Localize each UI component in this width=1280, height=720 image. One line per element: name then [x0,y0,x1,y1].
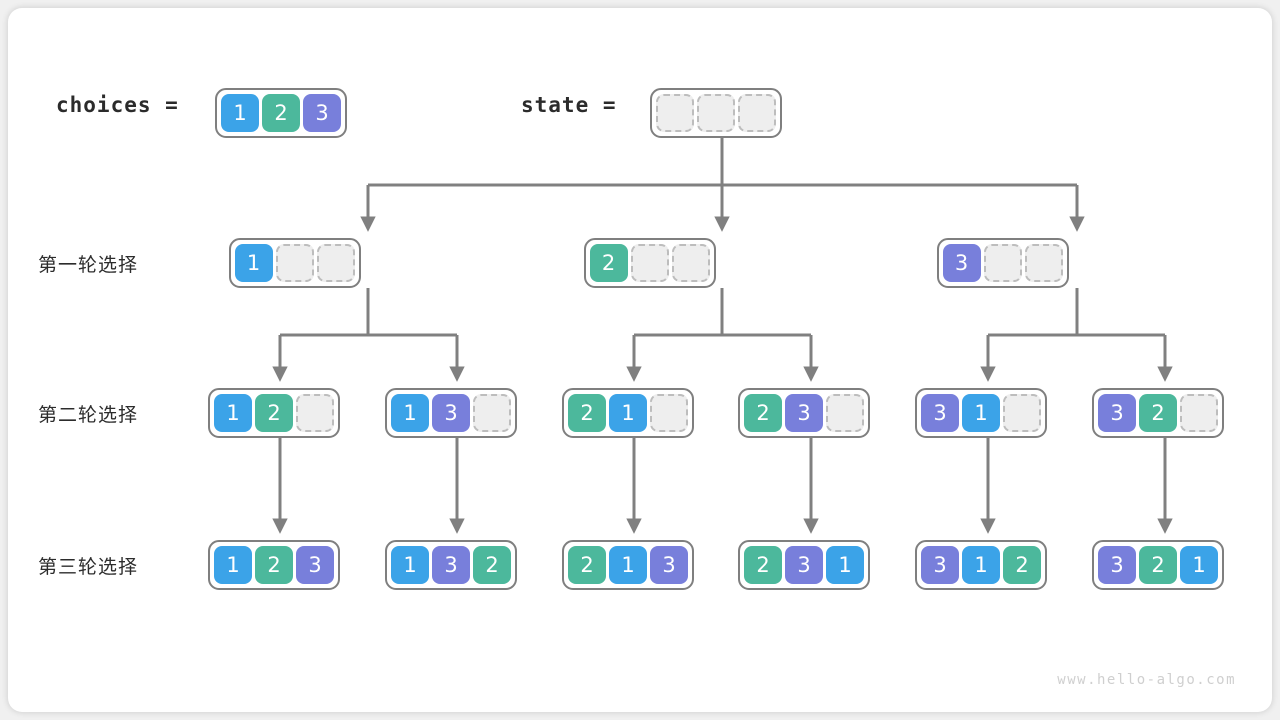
n-132-cell-0: 1 [391,546,429,584]
state-array-n-2: 2 [583,238,716,288]
n-312-cell-2: 2 [1003,546,1041,584]
choices-cell-1: 2 [262,94,300,132]
watermark: www.hello-algo.com [1057,672,1236,688]
n-23-cell-2 [826,394,864,432]
choices-cell-0: 1 [221,94,259,132]
n-321-cell-2: 1 [1180,546,1218,584]
n-3-cell-1 [983,244,1022,282]
n-123-cell-0: 1 [214,546,252,584]
n-12-cell-0: 1 [214,394,252,432]
n-321-cell-1: 2 [1139,546,1177,584]
n-321-cell-0: 3 [1098,546,1136,584]
n-3-cell-2 [1024,244,1063,282]
round-2-label: 第二轮选择 [38,404,139,426]
n-32-cell-0: 3 [1098,394,1136,432]
n-21-cell-1: 1 [609,394,647,432]
n-213-cell-2: 3 [650,546,688,584]
state-cell-1 [697,94,735,132]
choices-cell-2: 3 [303,94,341,132]
n-32-cell-2 [1180,394,1218,432]
n-13-cell-1: 3 [432,394,470,432]
n-32-cell-1: 2 [1139,394,1177,432]
n-23-cell-0: 2 [744,394,782,432]
n-231-cell-0: 2 [744,546,782,584]
state-cell-0 [656,94,694,132]
n-132-cell-1: 3 [432,546,470,584]
round-1-label: 第一轮选择 [38,254,139,276]
state-array [650,88,782,138]
n-21-cell-0: 2 [568,394,606,432]
n-31-cell-0: 3 [921,394,959,432]
state-cell-2 [738,94,776,132]
n-123-cell-1: 2 [255,546,293,584]
n-213-cell-0: 2 [568,546,606,584]
n-231-cell-2: 1 [826,546,864,584]
n-12-cell-1: 2 [255,394,293,432]
n-31-cell-2 [1003,394,1041,432]
n-1-cell-1 [275,244,314,282]
state-array-n-1: 1 [228,238,361,288]
choices-label: choices = [56,93,179,117]
n-132-cell-2: 2 [473,546,511,584]
n-2-cell-2 [671,244,710,282]
n-13-cell-0: 1 [391,394,429,432]
n-31-cell-1: 1 [962,394,1000,432]
round-3-label: 第三轮选择 [38,556,139,578]
n-123-cell-2: 3 [296,546,334,584]
n-1-cell-2 [316,244,355,282]
n-21-cell-2 [650,394,688,432]
diagram-card [8,8,1272,712]
n-2-cell-0: 2 [589,244,628,282]
n-312-cell-1: 1 [962,546,1000,584]
n-3-cell-0: 3 [942,244,981,282]
n-213-cell-1: 1 [609,546,647,584]
n-312-cell-0: 3 [921,546,959,584]
n-23-cell-1: 3 [785,394,823,432]
state-array-n-3: 3 [936,238,1069,288]
state-label: state = [521,93,617,117]
n-13-cell-2 [473,394,511,432]
n-1-cell-0: 1 [234,244,273,282]
n-2-cell-1 [630,244,669,282]
n-12-cell-2 [296,394,334,432]
n-231-cell-1: 3 [785,546,823,584]
